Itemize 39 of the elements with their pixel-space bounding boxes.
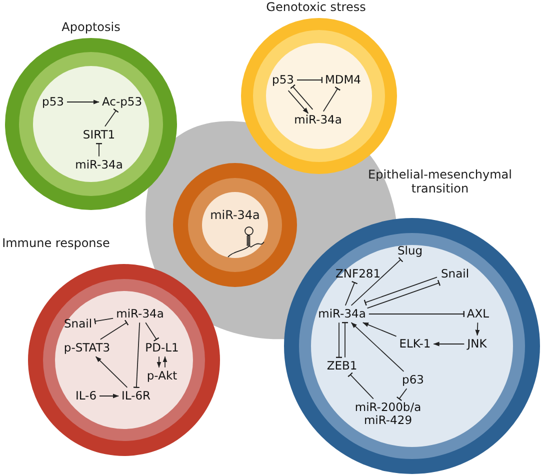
gene-label: JNK: [466, 337, 488, 351]
gene-label: SIRT1: [82, 128, 116, 142]
gene-label: Ac-p53: [100, 95, 144, 109]
arrow: [350, 322, 404, 372]
arrow: [288, 90, 309, 114]
gene-label: p-STAT3: [62, 341, 112, 355]
arrow: [162, 356, 168, 368]
arrow: [156, 356, 162, 368]
gene-label: PD-L1: [144, 341, 180, 355]
gene-label: Snail: [440, 267, 470, 281]
circle-heading: Immune response: [1, 236, 111, 250]
gene-label: p-Akt: [146, 369, 178, 383]
gene-label: ZEB1: [326, 359, 358, 373]
gene-label: AXL: [466, 307, 490, 321]
arrow: [433, 342, 465, 346]
arrow: [99, 394, 119, 398]
center-label: miR-34a: [209, 208, 261, 222]
gene-label: IL-6: [74, 389, 98, 403]
gene-label: miR-34a: [317, 307, 367, 321]
gene-label: ELK-1: [398, 337, 432, 351]
circle-heading: Epithelial-mesenchymal transition: [367, 168, 513, 196]
gene-label: Snail: [62, 317, 94, 331]
arrow: [95, 356, 128, 388]
arrow: [475, 322, 480, 336]
gene-label: Slug: [396, 244, 424, 258]
gene-label: miR-34a: [115, 307, 165, 321]
gene-label: ZNF281: [334, 267, 382, 281]
gene-label: IL-6R: [120, 389, 152, 403]
gene-label: MDM4: [324, 73, 362, 87]
gene-label: miR-34a: [74, 158, 124, 172]
circle-heading: Apoptosis: [60, 20, 122, 34]
gene-label: p63: [401, 373, 425, 387]
circle-heading: Genotoxic stress: [265, 0, 367, 14]
gene-label: miR-200b/a miR-429: [354, 400, 422, 428]
arrow: [362, 322, 397, 337]
gene-label: p53: [271, 73, 295, 87]
gene-label: p53: [41, 95, 65, 109]
arrow: [66, 100, 100, 104]
gene-label: miR-34a: [293, 113, 343, 127]
